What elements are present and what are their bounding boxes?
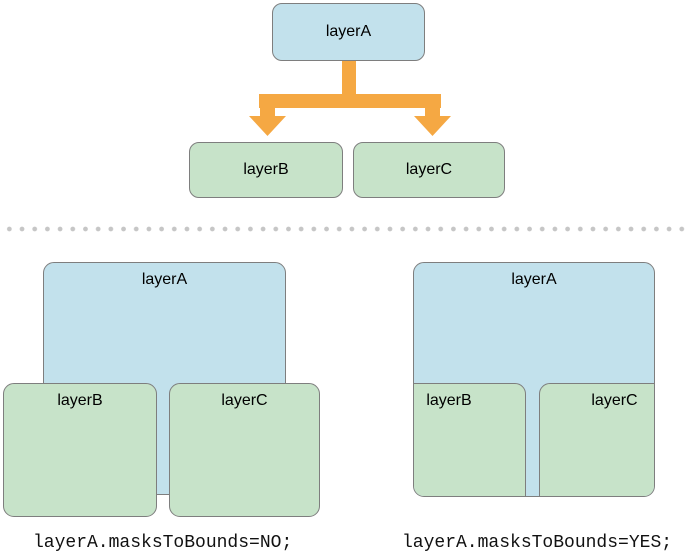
yes-layer-b-label: layerB xyxy=(426,392,472,409)
tree-layer-a-box: layerA xyxy=(272,3,425,61)
yes-layer-a-box: layerA layerB layerC xyxy=(413,262,655,497)
masks-no-caption: layerA.masksToBounds=NO; xyxy=(33,533,293,553)
branch-arrows-icon xyxy=(249,61,451,136)
tree-layer-b-box: layerB xyxy=(189,142,343,198)
yes-layer-b-box: layerB xyxy=(414,383,526,496)
dotted-divider xyxy=(0,226,690,232)
no-layer-a-label: layerA xyxy=(141,271,188,288)
masks-yes-caption: layerA.masksToBounds=YES; xyxy=(402,533,673,553)
yes-layer-c-box: layerC xyxy=(539,383,654,496)
no-layer-c-label: layerC xyxy=(221,392,268,409)
tree-layer-a-label: layerA xyxy=(325,23,372,40)
tree-layer-c-box: layerC xyxy=(353,142,505,198)
no-layer-b-box: layerB xyxy=(3,383,157,517)
tree-layer-b-label: layerB xyxy=(243,161,289,178)
no-layer-c-box: layerC xyxy=(169,383,320,517)
yes-layer-c-label: layerC xyxy=(591,392,638,409)
yes-layer-a-label: layerA xyxy=(511,271,557,288)
no-layer-b-label: layerB xyxy=(57,392,103,409)
tree-layer-c-label: layerC xyxy=(405,161,453,178)
